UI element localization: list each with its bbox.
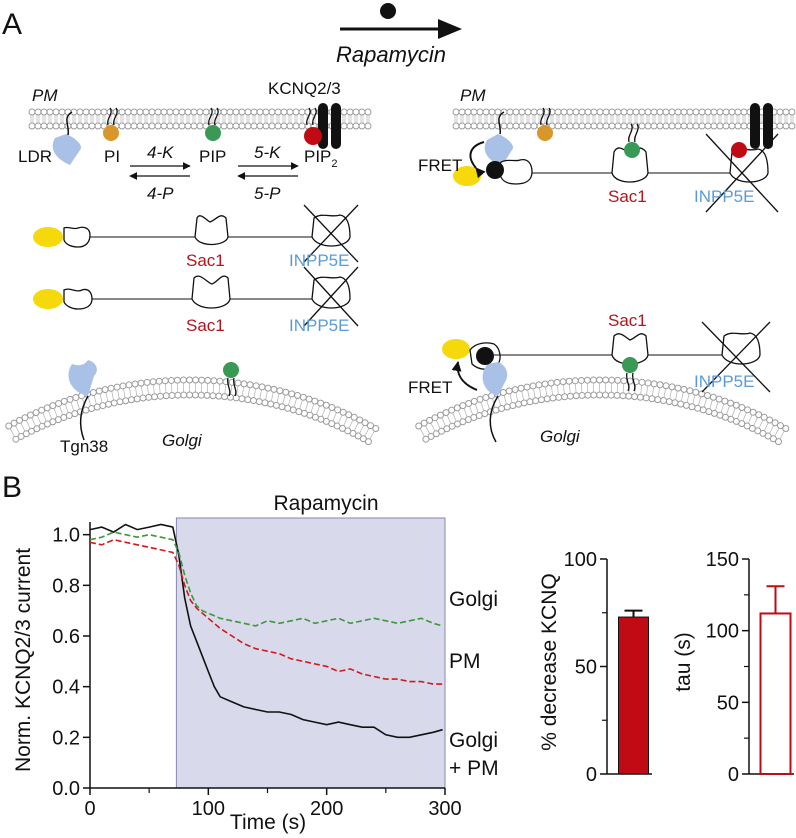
y-axis-label-decrease: % decrease KCNQ bbox=[538, 573, 561, 750]
pip2-label: PIP2 bbox=[304, 147, 338, 170]
plasma-membrane-right bbox=[452, 108, 796, 130]
sac1-label-right-top: Sac1 bbox=[608, 187, 647, 206]
construct-2 bbox=[33, 266, 359, 327]
tgn38-tail bbox=[79, 395, 89, 441]
rapamycin-shaded-region bbox=[175, 517, 446, 789]
svg-text:5-K: 5-K bbox=[254, 143, 281, 162]
yfp-tag-icon bbox=[33, 289, 63, 309]
sac1-label-right-bottom: Sac1 bbox=[608, 311, 647, 330]
y-tick-label: 0.0 bbox=[52, 778, 80, 800]
pip-lipid-icon bbox=[205, 107, 221, 141]
pi-lipid-right-icon bbox=[537, 107, 553, 141]
golgi-membrane-left bbox=[5, 376, 380, 446]
pip2-lipid-icon bbox=[304, 107, 322, 145]
inpp5e-label-2: INPP5E bbox=[289, 316, 349, 335]
series-pm bbox=[89, 538, 443, 685]
bar-chart-tau: 0 50 100 150 tau (s) bbox=[672, 549, 794, 786]
y-tick-label: 1.0 bbox=[52, 525, 80, 547]
svg-text:4-P: 4-P bbox=[147, 184, 174, 203]
rapamycin-arrow: Rapamycin bbox=[336, 3, 462, 67]
bar-y-tick-label: 50 bbox=[717, 692, 739, 714]
fret-arrow-bottom bbox=[451, 361, 478, 391]
construct-1 bbox=[33, 204, 359, 263]
golgi-label-left: Golgi bbox=[162, 431, 203, 450]
x-tick-label: 300 bbox=[428, 798, 461, 820]
rapamycin-dot bbox=[380, 3, 396, 19]
y-tick-label: 0.2 bbox=[52, 727, 80, 749]
y-axis-label: Norm. KCNQ2/3 current bbox=[12, 548, 35, 772]
pip-golgi-left-icon bbox=[223, 362, 239, 397]
bar-y-tick-label: 100 bbox=[706, 621, 739, 643]
panel-a-letter: A bbox=[2, 8, 22, 41]
bar-y-tick-label: 150 bbox=[706, 549, 739, 571]
bar-chart-decrease: 0 50 100 % decrease KCNQ bbox=[538, 549, 652, 786]
line-chart: Rapamycin 0 100 200 300 0.0 0.2 0.4 0.6 0.8 1.0 G… bbox=[12, 492, 499, 834]
x-tick-label: 200 bbox=[310, 798, 343, 820]
pi-lipid-icon bbox=[103, 107, 119, 141]
tgn38-label: Tgn38 bbox=[60, 437, 108, 456]
y-tick-label: 0.6 bbox=[52, 626, 80, 648]
series-label-golgi-pm-2: + PM bbox=[449, 757, 499, 780]
sac1-label-2: Sac1 bbox=[186, 316, 225, 335]
x-tick-label: 0 bbox=[84, 798, 95, 820]
inpp5e-label-right-bottom: INPP5E bbox=[694, 372, 754, 391]
golgi-label-right: Golgi bbox=[540, 427, 581, 446]
series-label-golgi: Golgi bbox=[449, 588, 498, 611]
bar-tau bbox=[759, 612, 792, 776]
svg-text:5-P: 5-P bbox=[254, 184, 281, 203]
inpp5e-label-right-top: INPP5E bbox=[694, 187, 754, 206]
bar-y-tick-label: 0 bbox=[586, 764, 597, 786]
pm-label-left: PM bbox=[32, 86, 58, 105]
ldr-label: LDR bbox=[18, 147, 52, 166]
fret-label-top: FRET bbox=[418, 156, 462, 175]
inpp5e-crossed-pm bbox=[705, 133, 779, 213]
y-tick-label: 0.4 bbox=[52, 677, 80, 699]
bar-y-tick-label: 100 bbox=[564, 549, 597, 571]
errorbar-decrease bbox=[624, 609, 643, 618]
sac1-label-1: Sac1 bbox=[186, 251, 225, 270]
pm-label-right: PM bbox=[460, 86, 486, 105]
chart-title: Rapamycin bbox=[273, 492, 378, 515]
ldr-anchor-left-icon bbox=[52, 134, 82, 165]
inpp5e-label-1: INPP5E bbox=[289, 251, 349, 270]
k5-p5-arrows: 5-K 5-P bbox=[237, 143, 299, 203]
bar-y-tick-label: 0 bbox=[728, 764, 739, 786]
fret-label-bottom: FRET bbox=[408, 378, 452, 397]
ldr-tail-left bbox=[66, 111, 73, 136]
series-label-golgi-pm-1: Golgi bbox=[449, 729, 498, 752]
bar-decrease-kcnq bbox=[618, 616, 649, 775]
series-golgi bbox=[89, 531, 443, 627]
kcnq-channel-left-icon bbox=[318, 103, 341, 149]
rapamycin-label: Rapamycin bbox=[336, 42, 446, 67]
kcnq-channel-right-icon bbox=[750, 103, 773, 149]
yfp-tag-icon bbox=[33, 227, 63, 247]
x-tick-label: 100 bbox=[192, 798, 225, 820]
x-axis-label: Time (s) bbox=[230, 811, 306, 834]
errorbar-tau bbox=[766, 585, 785, 614]
svg-text:4-K: 4-K bbox=[147, 143, 174, 162]
series-golgi-plus-pm bbox=[89, 523, 443, 739]
pip-label: PIP bbox=[199, 147, 226, 166]
pi-label: PI bbox=[104, 147, 120, 166]
kcnq-label-left: KCNQ2/3 bbox=[268, 79, 341, 98]
recruited-complex-pm bbox=[453, 111, 533, 186]
series-label-pm: PM bbox=[449, 650, 481, 673]
k4-p4-arrows: 4-K 4-P bbox=[129, 143, 191, 203]
sac1-bound-golgi bbox=[611, 333, 649, 392]
y-tick-label: 0.8 bbox=[52, 575, 80, 597]
sac1-bound-pm bbox=[611, 123, 649, 183]
panel-b-letter: B bbox=[2, 471, 22, 504]
golgi-membrane-right bbox=[415, 376, 790, 446]
fret-arrow-top bbox=[469, 141, 486, 179]
tgn38-anchor-icon bbox=[68, 360, 97, 396]
bar-y-tick-label: 50 bbox=[575, 657, 597, 679]
y-axis-label-tau: tau (s) bbox=[672, 632, 695, 692]
line-chart-axes: 0 100 200 300 0.0 0.2 0.4 0.6 0.8 1.0 bbox=[52, 522, 462, 820]
inpp5e-crossed-golgi bbox=[701, 321, 771, 393]
